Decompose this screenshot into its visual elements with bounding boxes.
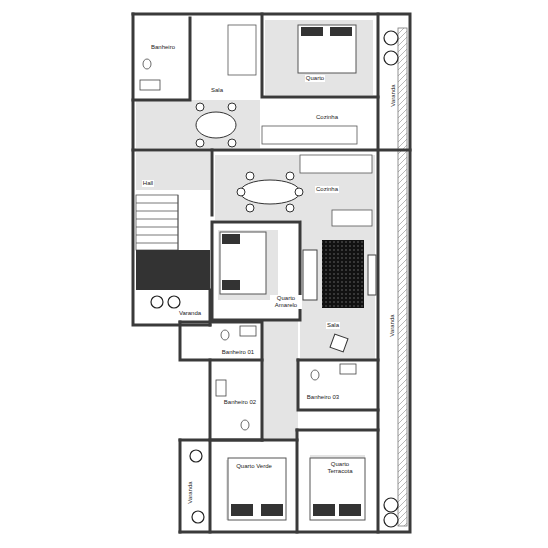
room-label: Banheiro 01 (221, 349, 255, 356)
room-label: Varanda (389, 313, 396, 337)
room-label: Banheiro (150, 44, 176, 51)
room-label: Quarto (305, 75, 325, 82)
room-label: Varanda (178, 310, 202, 317)
room-label: Varanda (187, 480, 194, 504)
room-label: Hall (142, 180, 154, 187)
room-label: Sala (326, 322, 340, 329)
room-label: Banheiro 02 (223, 399, 257, 406)
room-label: Banheiro 03 (306, 394, 340, 401)
room-label: Cozinha (315, 186, 339, 193)
room-label: Cozinha (315, 114, 339, 121)
room-label: Quarto Amarelo (270, 295, 302, 309)
room-label: Quarto Terracota (321, 461, 359, 475)
room-label: Varanda (390, 83, 397, 107)
room-label: Sala (210, 87, 224, 94)
room-label: Quarto Verde (235, 463, 273, 470)
